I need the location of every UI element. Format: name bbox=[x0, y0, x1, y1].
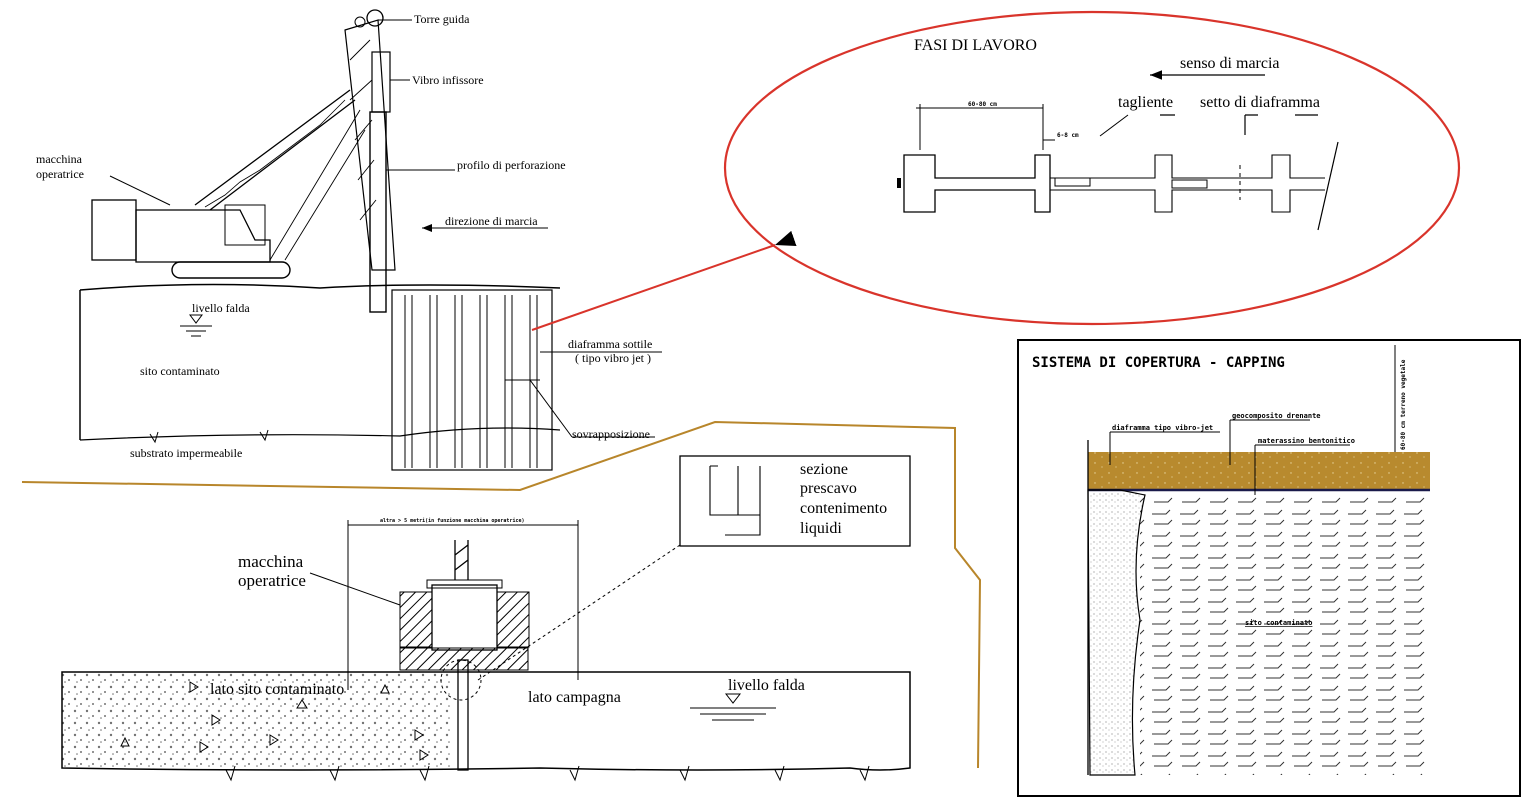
label-tagliente: tagliente bbox=[1118, 94, 1173, 111]
label-diaframma-vibro: diaframma tipo vibro-jet bbox=[1112, 424, 1213, 432]
diaphragm-panels bbox=[391, 289, 553, 471]
label-sezione-2: prescavo bbox=[800, 480, 857, 497]
capping-vertical-label: 60-80 cm terreno vegetale bbox=[1400, 359, 1407, 450]
label-sovrapposizione: sovrapposizione bbox=[572, 427, 650, 441]
label-sito: sito contaminato bbox=[140, 364, 220, 378]
label-materassino: materassino bentonitico bbox=[1258, 437, 1355, 445]
label-vibro: Vibro infissore bbox=[412, 73, 484, 87]
ground-block bbox=[61, 671, 911, 771]
machine-section: Torre guida Vibro infissore macchina ope… bbox=[36, 9, 662, 471]
label-diaframma-1: diaframma sottile bbox=[568, 337, 652, 351]
label-direzione: direzione di marcia bbox=[445, 214, 538, 228]
drill-profile bbox=[369, 111, 387, 313]
crane-boom bbox=[194, 89, 356, 211]
label-lato-sito: lato sito contaminato bbox=[210, 681, 344, 698]
label-torre-guida: Torre guida bbox=[414, 12, 470, 26]
crane-cab bbox=[91, 199, 137, 261]
phases-ellipse bbox=[723, 10, 1461, 326]
capping-title: SISTEMA DI COPERTURA - CAPPING bbox=[1032, 355, 1285, 371]
machine-plan-right bbox=[496, 591, 530, 648]
label-senso: senso di marcia bbox=[1180, 55, 1280, 72]
ground-top bbox=[79, 283, 561, 291]
detail-circle bbox=[440, 659, 482, 701]
wall-profile bbox=[903, 154, 1051, 213]
label-sezione-3: contenimento bbox=[800, 500, 887, 517]
plan-section: altra > 5 metri(in funzione macchina ope… bbox=[61, 455, 911, 782]
label-livello-falda-2: livello falda bbox=[728, 677, 805, 694]
label-diaframma-2: ( tipo vibro jet ) bbox=[575, 351, 651, 365]
label-lato-campagna: lato campagna bbox=[528, 689, 621, 706]
machine-plan-left bbox=[399, 591, 433, 648]
label-macchina-plan-2: operatrice bbox=[238, 571, 306, 590]
contaminated-area bbox=[1140, 493, 1425, 775]
crane-tracks bbox=[171, 261, 291, 279]
label-sezione-1: sezione bbox=[800, 461, 848, 478]
label-sezione-4: liquidi bbox=[800, 520, 842, 537]
water-level-icon bbox=[180, 314, 212, 337]
capping-layer bbox=[1088, 452, 1430, 490]
label-setto: setto di diaframma bbox=[1200, 94, 1320, 111]
label-macchina-1: macchina bbox=[36, 152, 83, 166]
dim-60-80: 60-80 cm bbox=[968, 101, 997, 108]
label-macchina-plan-1: macchina bbox=[238, 552, 304, 571]
machine-plan-tracks bbox=[399, 647, 529, 671]
capping-panel: SISTEMA DI COPERTURA - CAPPING 60-80 cm … bbox=[1017, 339, 1521, 797]
label-substrato: substrato impermeabile bbox=[130, 446, 242, 460]
dim-label: altra > 5 metri(in funzione macchina ope… bbox=[380, 518, 525, 524]
label-profilo: profilo di perforazione bbox=[457, 158, 566, 172]
water-level-icon-2 bbox=[690, 693, 776, 721]
label-livello-falda: livello falda bbox=[192, 301, 250, 315]
capping-frame bbox=[1017, 339, 1521, 797]
dim-6-8: 6-8 cm bbox=[1057, 132, 1079, 139]
phases-title: FASI DI LAVORO bbox=[914, 37, 1037, 54]
vibro-jet-wall bbox=[1087, 489, 1146, 776]
section-boundary bbox=[21, 420, 982, 769]
guide-tower bbox=[344, 19, 396, 271]
label-geocomposito: geocomposito drenante bbox=[1232, 412, 1321, 420]
label-macchina-2: operatrice bbox=[36, 167, 84, 181]
section-box bbox=[679, 455, 911, 547]
substrate-line bbox=[79, 427, 561, 441]
phases-callout: FASI DI LAVORO senso di marcia tagliente… bbox=[723, 10, 1461, 326]
callout-line bbox=[531, 230, 797, 331]
label-sito-capping: sito contaminato bbox=[1245, 619, 1312, 627]
